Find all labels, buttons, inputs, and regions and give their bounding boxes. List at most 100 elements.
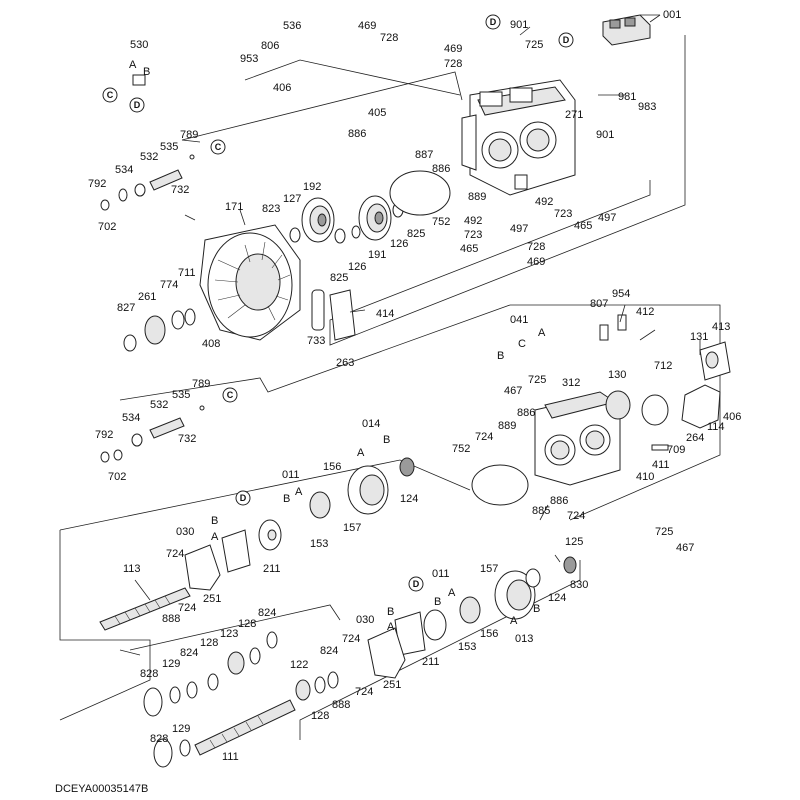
drawing-code: DCEYA00035147B bbox=[55, 783, 148, 795]
label-C: C bbox=[518, 338, 526, 350]
label-886: 886 bbox=[517, 407, 535, 419]
label-752: 752 bbox=[452, 443, 470, 455]
label-886: 886 bbox=[550, 495, 568, 507]
label-492: 492 bbox=[535, 196, 553, 208]
label-124: 124 bbox=[548, 592, 566, 604]
label-A: A bbox=[295, 486, 303, 498]
label-828: 828 bbox=[140, 668, 158, 680]
label-114: 114 bbox=[707, 421, 725, 433]
label-723: 723 bbox=[554, 208, 572, 220]
label-B: B bbox=[497, 350, 504, 362]
label-153: 153 bbox=[458, 641, 476, 653]
circled-D-1: D bbox=[129, 97, 145, 113]
label-901: 901 bbox=[510, 19, 528, 31]
svg-text:D: D bbox=[490, 17, 497, 27]
label-828: 828 bbox=[150, 733, 168, 745]
label-725: 725 bbox=[528, 374, 546, 386]
label-251: 251 bbox=[203, 593, 221, 605]
label-723: 723 bbox=[464, 229, 482, 241]
label-887: 887 bbox=[415, 149, 433, 161]
label-886: 886 bbox=[348, 128, 366, 140]
label-A: A bbox=[448, 587, 456, 599]
label-126: 126 bbox=[348, 261, 366, 273]
label-B: B bbox=[434, 596, 441, 608]
flange-housing-171 bbox=[199, 224, 301, 341]
label-013: 013 bbox=[515, 633, 533, 645]
label-B: B bbox=[283, 493, 290, 505]
label-728: 728 bbox=[444, 58, 462, 70]
label-261: 261 bbox=[138, 291, 156, 303]
svg-text:C: C bbox=[107, 90, 114, 100]
label-497: 497 bbox=[598, 212, 616, 224]
label-774: 774 bbox=[160, 279, 178, 291]
svg-text:D: D bbox=[134, 100, 141, 110]
label-123: 123 bbox=[220, 628, 238, 640]
label-128: 128 bbox=[200, 637, 218, 649]
gear-191 bbox=[358, 195, 392, 241]
leader-lines bbox=[134, 14, 701, 601]
label-702: 702 bbox=[98, 221, 116, 233]
label-153: 153 bbox=[310, 538, 328, 550]
label-728: 728 bbox=[380, 32, 398, 44]
label-156: 156 bbox=[323, 461, 341, 473]
label-211: 211 bbox=[263, 563, 281, 575]
svg-text:D: D bbox=[413, 579, 420, 589]
label-789: 789 bbox=[180, 129, 198, 141]
label-702: 702 bbox=[108, 471, 126, 483]
label-724: 724 bbox=[567, 510, 585, 522]
label-792: 792 bbox=[95, 429, 113, 441]
label-724: 724 bbox=[342, 633, 360, 645]
label-041: 041 bbox=[510, 314, 528, 326]
label-824: 824 bbox=[258, 607, 276, 619]
label-824: 824 bbox=[320, 645, 338, 657]
label-983: 983 bbox=[638, 101, 656, 113]
label-130: 130 bbox=[608, 369, 626, 381]
label-709: 709 bbox=[667, 444, 685, 456]
circled-C-3: C bbox=[222, 387, 238, 403]
label-889: 889 bbox=[468, 191, 486, 203]
label-125: 125 bbox=[565, 536, 583, 548]
label-011: 011 bbox=[432, 568, 450, 580]
middle-pump-housing bbox=[471, 391, 621, 506]
circled-D-4: D bbox=[235, 490, 251, 506]
label-724: 724 bbox=[355, 686, 373, 698]
label-408: 408 bbox=[202, 338, 220, 350]
label-030: 030 bbox=[176, 526, 194, 538]
label-888: 888 bbox=[162, 613, 180, 625]
label-111: 111 bbox=[222, 751, 239, 763]
label-128: 128 bbox=[311, 710, 329, 722]
label-124: 124 bbox=[400, 493, 418, 505]
label-724: 724 bbox=[475, 431, 493, 443]
svg-text:C: C bbox=[215, 142, 222, 152]
label-271: 271 bbox=[565, 109, 583, 121]
label-827: 827 bbox=[117, 302, 135, 314]
label-312: 312 bbox=[562, 377, 580, 389]
label-712: 712 bbox=[654, 360, 672, 372]
label-497: 497 bbox=[510, 223, 528, 235]
label-469: 469 bbox=[358, 20, 376, 32]
shaft-111 bbox=[194, 699, 296, 756]
label-405: 405 bbox=[368, 107, 386, 119]
label-792: 792 bbox=[88, 178, 106, 190]
label-789: 789 bbox=[192, 378, 210, 390]
frame-lines bbox=[59, 35, 721, 740]
svg-text:C: C bbox=[227, 390, 234, 400]
label-535: 535 bbox=[160, 141, 178, 153]
label-414: 414 bbox=[376, 308, 394, 320]
gear-192 bbox=[301, 197, 335, 243]
regulator-130 bbox=[599, 314, 731, 451]
label-825: 825 bbox=[330, 272, 348, 284]
rings-upper bbox=[123, 170, 451, 352]
label-B: B bbox=[211, 515, 218, 527]
label-981: 981 bbox=[618, 91, 636, 103]
upper-pump-housing bbox=[461, 79, 576, 196]
label-001: 001 bbox=[663, 9, 681, 21]
label-B: B bbox=[143, 66, 150, 78]
label-129: 129 bbox=[172, 723, 190, 735]
label-A: A bbox=[211, 531, 219, 543]
shaft-113 bbox=[99, 587, 191, 631]
label-725: 725 bbox=[525, 39, 543, 51]
circled-D-2: D bbox=[485, 14, 501, 30]
label-406: 406 bbox=[273, 82, 291, 94]
